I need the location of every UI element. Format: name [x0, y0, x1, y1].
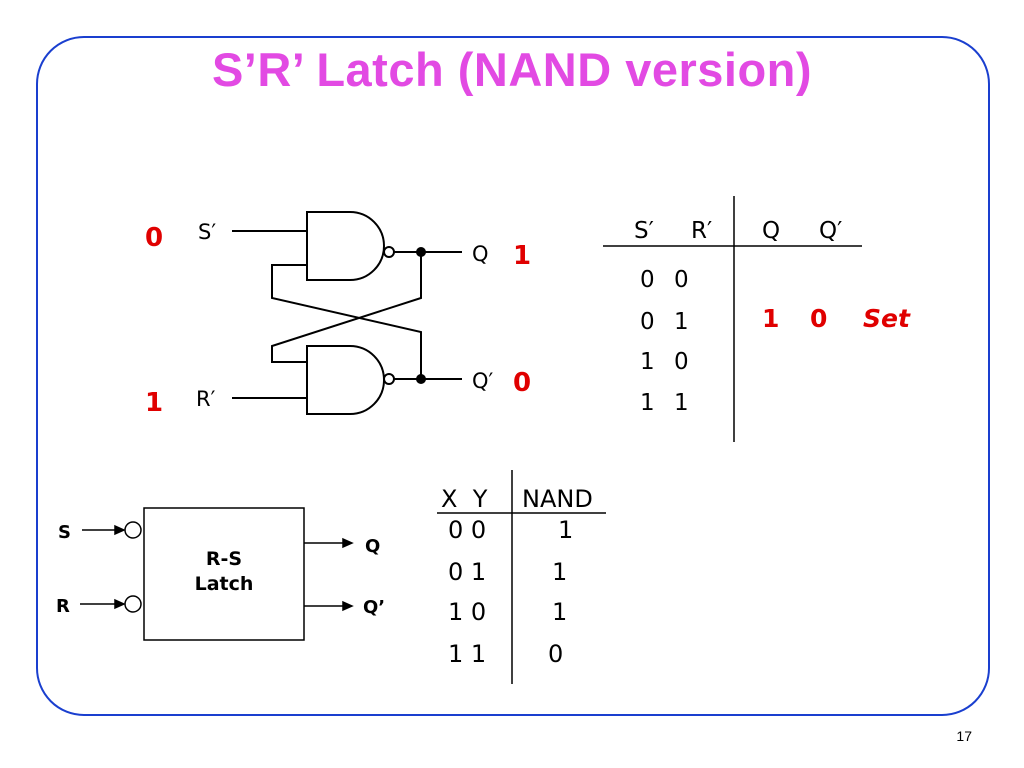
slide-title: S’R’ Latch (NAND version) — [211, 43, 813, 96]
latch-header-q: Q — [762, 218, 780, 244]
nand-row-2-xy: 0 1 — [448, 558, 486, 586]
block-r-arrowhead — [114, 598, 126, 610]
latch-row-4-s: 1 — [640, 390, 655, 416]
nand-header-xy: X Y — [441, 485, 488, 513]
q-junction-dot — [416, 247, 426, 257]
s-input-value: 0 — [145, 223, 163, 253]
latch-row-2-r: 1 — [674, 309, 689, 335]
block-input-s: S — [58, 522, 71, 543]
latch-row-4-r: 1 — [674, 390, 689, 416]
nand-row-1-xy: 0 0 — [448, 516, 486, 544]
nand-row-3-xy: 1 0 — [448, 598, 486, 626]
feedback-wire-q — [271, 252, 422, 363]
nand-gate-top — [306, 211, 385, 281]
latch-row-3-s: 1 — [640, 349, 655, 375]
r-prime-label: R′ — [196, 387, 216, 411]
q-output-label: Q — [472, 242, 489, 266]
page-number: 17 — [956, 728, 972, 744]
block-output-qbar: Q’ — [363, 597, 385, 618]
latch-header-s: S′ — [634, 218, 654, 244]
latch-truth-table: S′ R′ Q Q′ 0 0 0 1 1 0 1 1 1 0 Set — [603, 196, 911, 442]
nand-row-1-out: 1 — [558, 516, 573, 544]
latch-row-2-s: 0 — [640, 309, 655, 335]
nand-gate-top-bubble — [383, 246, 395, 258]
nand-header-out: NAND — [522, 485, 593, 513]
block-qbar-arrowhead — [342, 600, 354, 612]
nand-gate-bottom-bubble — [383, 373, 395, 385]
latch-set-note: Set — [863, 304, 911, 333]
nand-row-2-out: 1 — [552, 558, 567, 586]
latch-row-3-r: 0 — [674, 349, 689, 375]
block-q-arrowhead — [342, 537, 354, 549]
latch-header-r: R′ — [691, 218, 712, 244]
nand-row-4-out: 0 — [548, 640, 563, 668]
rs-latch-title: R-S — [206, 548, 242, 570]
nand-gate-bottom — [306, 345, 385, 415]
nand-truth-table: X Y NAND 0 0 1 0 1 1 1 0 1 1 1 0 — [437, 470, 606, 684]
block-s-inverter-bubble — [124, 521, 142, 539]
latch-set-qbar: 0 — [810, 304, 827, 333]
latch-set-q: 1 — [762, 304, 779, 333]
nand-latch-circuit — [232, 211, 462, 415]
rs-latch-subtitle: Latch — [195, 573, 254, 595]
feedback-wire-qbar — [271, 264, 422, 379]
block-r-inverter-bubble — [124, 595, 142, 613]
qbar-junction-dot — [416, 374, 426, 384]
qbar-output-label: Q′ — [472, 369, 494, 393]
s-prime-label: S′ — [198, 220, 216, 244]
qbar-output-value: 0 — [513, 368, 531, 398]
block-input-r: R — [56, 596, 70, 617]
r-input-value: 1 — [145, 388, 163, 418]
rs-latch-box — [143, 507, 305, 641]
rs-latch-block: R-S Latch S R Q Q’ — [56, 507, 385, 641]
block-s-arrowhead — [114, 524, 126, 536]
q-output-value: 1 — [513, 241, 531, 271]
latch-row-1-r: 0 — [674, 267, 689, 293]
nand-row-4-xy: 1 1 — [448, 640, 486, 668]
latch-header-qbar: Q′ — [819, 218, 842, 244]
block-output-q: Q — [365, 536, 380, 557]
nand-row-3-out: 1 — [552, 598, 567, 626]
slide-frame — [36, 36, 990, 716]
latch-row-1-s: 0 — [640, 267, 655, 293]
